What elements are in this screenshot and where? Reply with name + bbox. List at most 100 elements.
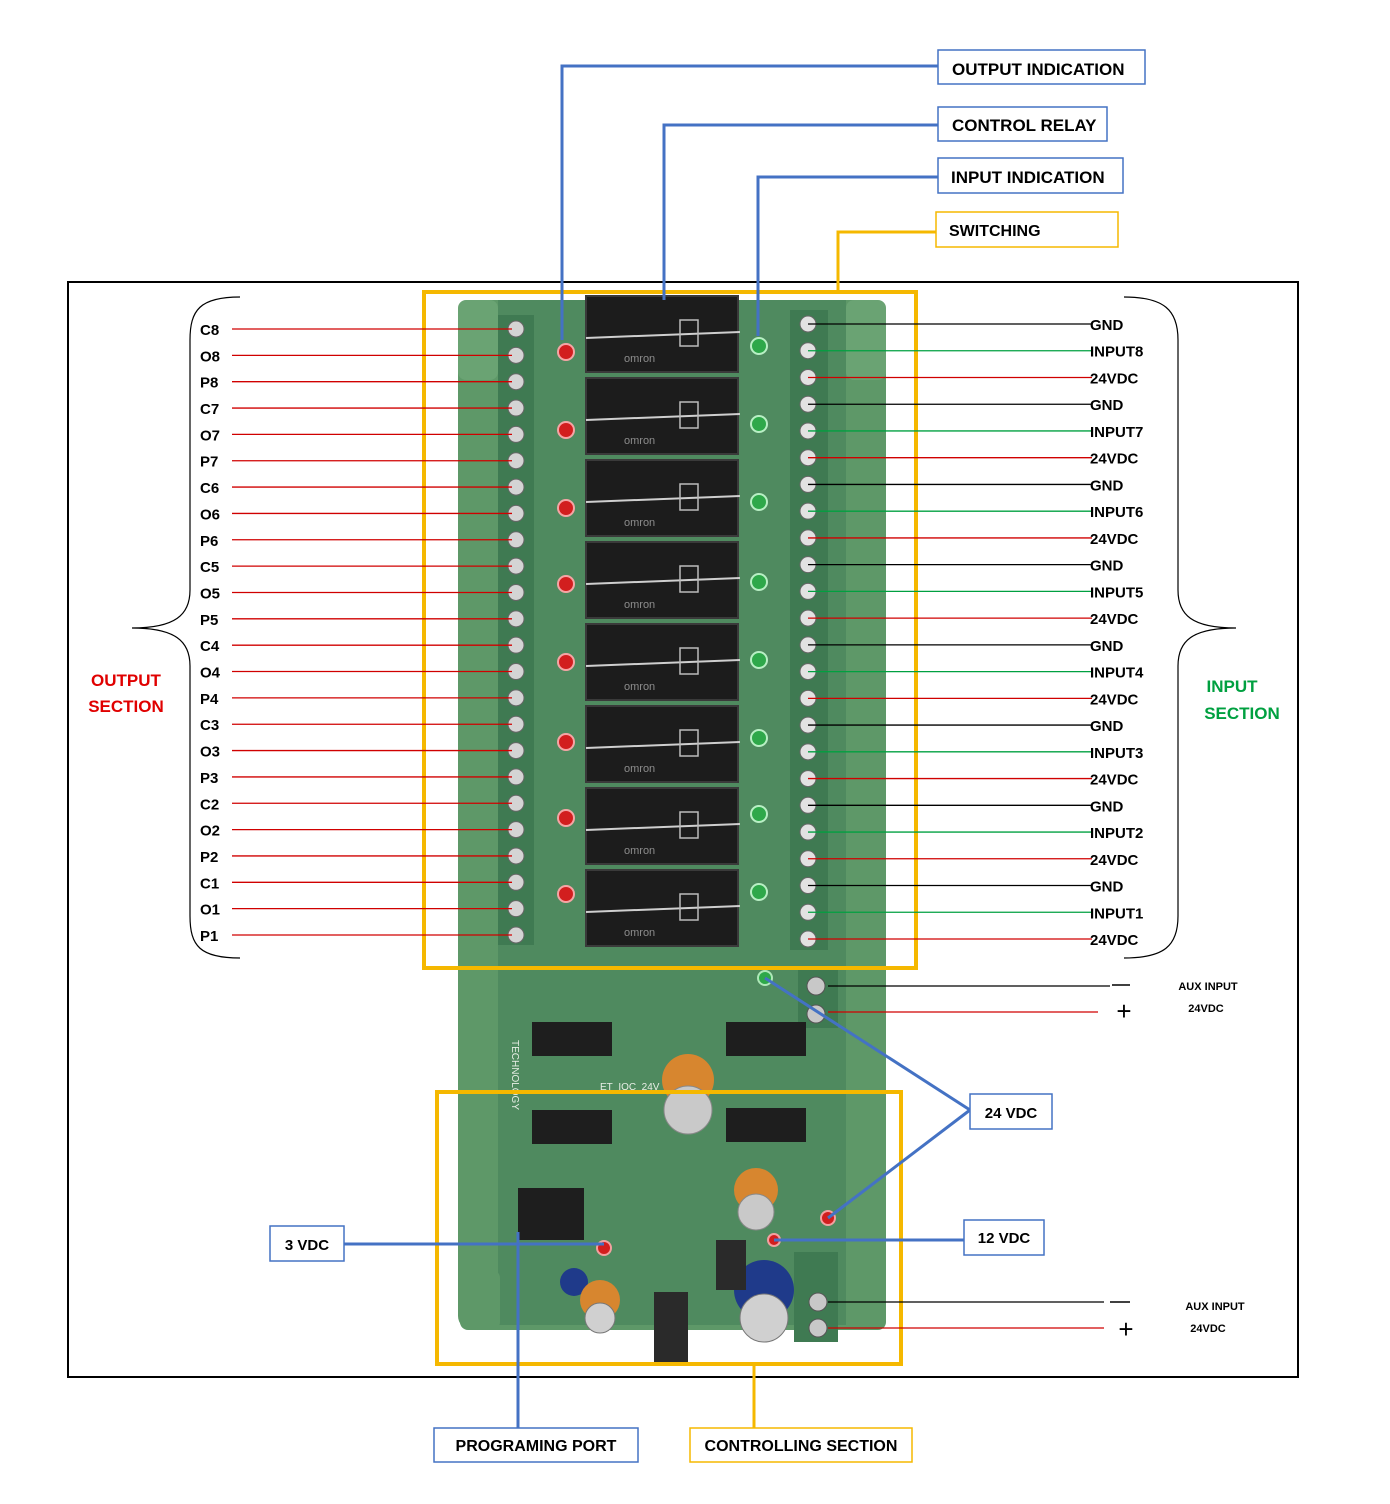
output-terminal-label: C4 [200,638,220,655]
aux-bottom-label-2: 24VDC [1190,1323,1226,1335]
board-photo: omronomronomronomronomronomronomronomron… [458,295,886,1362]
header-j3 [532,1022,612,1056]
output-terminal-label: C1 [200,875,219,892]
v24-text: 24 VDC [985,1105,1038,1122]
input-terminal-label: INPUT3 [1090,745,1143,762]
input-terminal-label: GND [1090,397,1124,414]
controlling-area-box [435,1090,903,1366]
relay-clip [679,483,699,511]
controlling-section-box [689,1427,913,1463]
relay-clip [679,729,699,757]
output-indicator-led [557,575,575,593]
header-j5 [532,1110,612,1144]
rail-tab-right [846,1270,886,1330]
aux-bottom-plus-sign: + [1118,1314,1133,1344]
relay-brand-text: omron [624,927,655,939]
output-terminal-label: P3 [200,770,218,787]
control-relay-leader [662,123,938,300]
voltage-regulator [654,1292,688,1362]
control-relay-box [937,106,1108,142]
input-indication-text: INPUT INDICATION [951,168,1105,187]
voltage-regulator-2 [716,1240,746,1290]
relay-brand-text: omron [624,435,655,447]
input-indication-box [937,157,1124,194]
control-relay [585,623,739,701]
output-terminal-label: P4 [200,691,219,708]
output-terminal-label: C7 [200,401,219,418]
relay-clip [679,893,699,921]
output-indication-leader [560,64,938,340]
output-terminal-label: O4 [200,665,221,682]
relay-brand-text: omron [624,845,655,857]
output-terminal-label: O3 [200,744,220,761]
output-indication-text: OUTPUT INDICATION [952,60,1125,79]
input-terminal-label: 24VDC [1090,772,1139,789]
aux-top-screw-minus [806,976,826,996]
switching-box [935,211,1119,248]
relay-brand-text: omron [624,681,655,693]
left-terminal-strip [498,315,534,945]
output-indicator-led [557,421,575,439]
input-terminal-label: GND [1090,477,1124,494]
v3-text: 3 VDC [285,1237,329,1254]
v24-box [969,1093,1053,1130]
relay-clip [679,401,699,429]
programming-header [518,1188,584,1240]
output-brace [131,296,241,959]
input-terminal-label: 24VDC [1090,852,1139,869]
output-terminal-label: P6 [200,533,218,550]
input-terminal-label: INPUT7 [1090,424,1143,441]
switching-area-box [422,290,918,970]
right-terminal-strip [790,310,828,950]
input-terminal-label: 24VDC [1090,932,1139,949]
input-indicator-led [750,493,768,511]
output-indicator-led [557,733,575,751]
output-terminal-label: C8 [200,322,219,339]
input-terminal-label: INPUT2 [1090,825,1143,842]
control-relay-text: CONTROL RELAY [952,116,1097,135]
relay-clip-wire [585,905,741,913]
input-indicator-led [750,573,768,591]
capacitor-large-top [663,1085,713,1135]
output-terminal-label: P8 [200,375,218,392]
input-terminal-label: GND [1090,638,1124,655]
output-indicator-led [557,885,575,903]
output-terminal-label: P5 [200,612,218,629]
control-relay [585,459,739,537]
v3-box [269,1225,345,1262]
input-terminal-label: INPUT6 [1090,504,1143,521]
input-indicator-led [750,883,768,901]
input-terminal-label: INPUT8 [1090,344,1143,361]
output-section-title-2: SECTION [88,697,164,716]
input-terminal-label: 24VDC [1090,531,1139,548]
output-terminal-label: O7 [200,427,220,444]
control-relay [585,869,739,947]
rail-top-right [846,300,886,380]
control-relay [585,705,739,783]
aux-top-plus-sign: + [1116,996,1131,1026]
rail-tab-left [460,1270,500,1330]
capacitor-small-blue [560,1268,588,1296]
input-section-title-1: INPUT [1207,677,1259,696]
input-indicator-led [750,337,768,355]
relay-brand-text: omron [624,599,655,611]
input-terminal-label: 24VDC [1090,451,1139,468]
input-indicator-led [750,651,768,669]
header-j2 [726,1108,806,1142]
input-terminal-label: GND [1090,879,1124,896]
input-indicator-led [750,805,768,823]
switching-text: SWITCHING [949,223,1041,240]
input-terminal-label: GND [1090,798,1124,815]
v24-leader-1 [764,976,971,1112]
output-terminal-label: O5 [200,585,220,602]
input-indicator-led [750,729,768,747]
board-maker-silk: TECHNOLOGY [509,1040,520,1110]
input-section-title-2: SECTION [1204,704,1280,723]
relay-clip-wire [585,413,741,421]
relay-brand-text: omron [624,353,655,365]
output-terminal-label: P7 [200,454,218,471]
input-indicator-led [750,415,768,433]
outer-frame [67,281,1299,1378]
output-terminal-label: C5 [200,559,219,576]
relay-clip-wire [585,331,741,339]
